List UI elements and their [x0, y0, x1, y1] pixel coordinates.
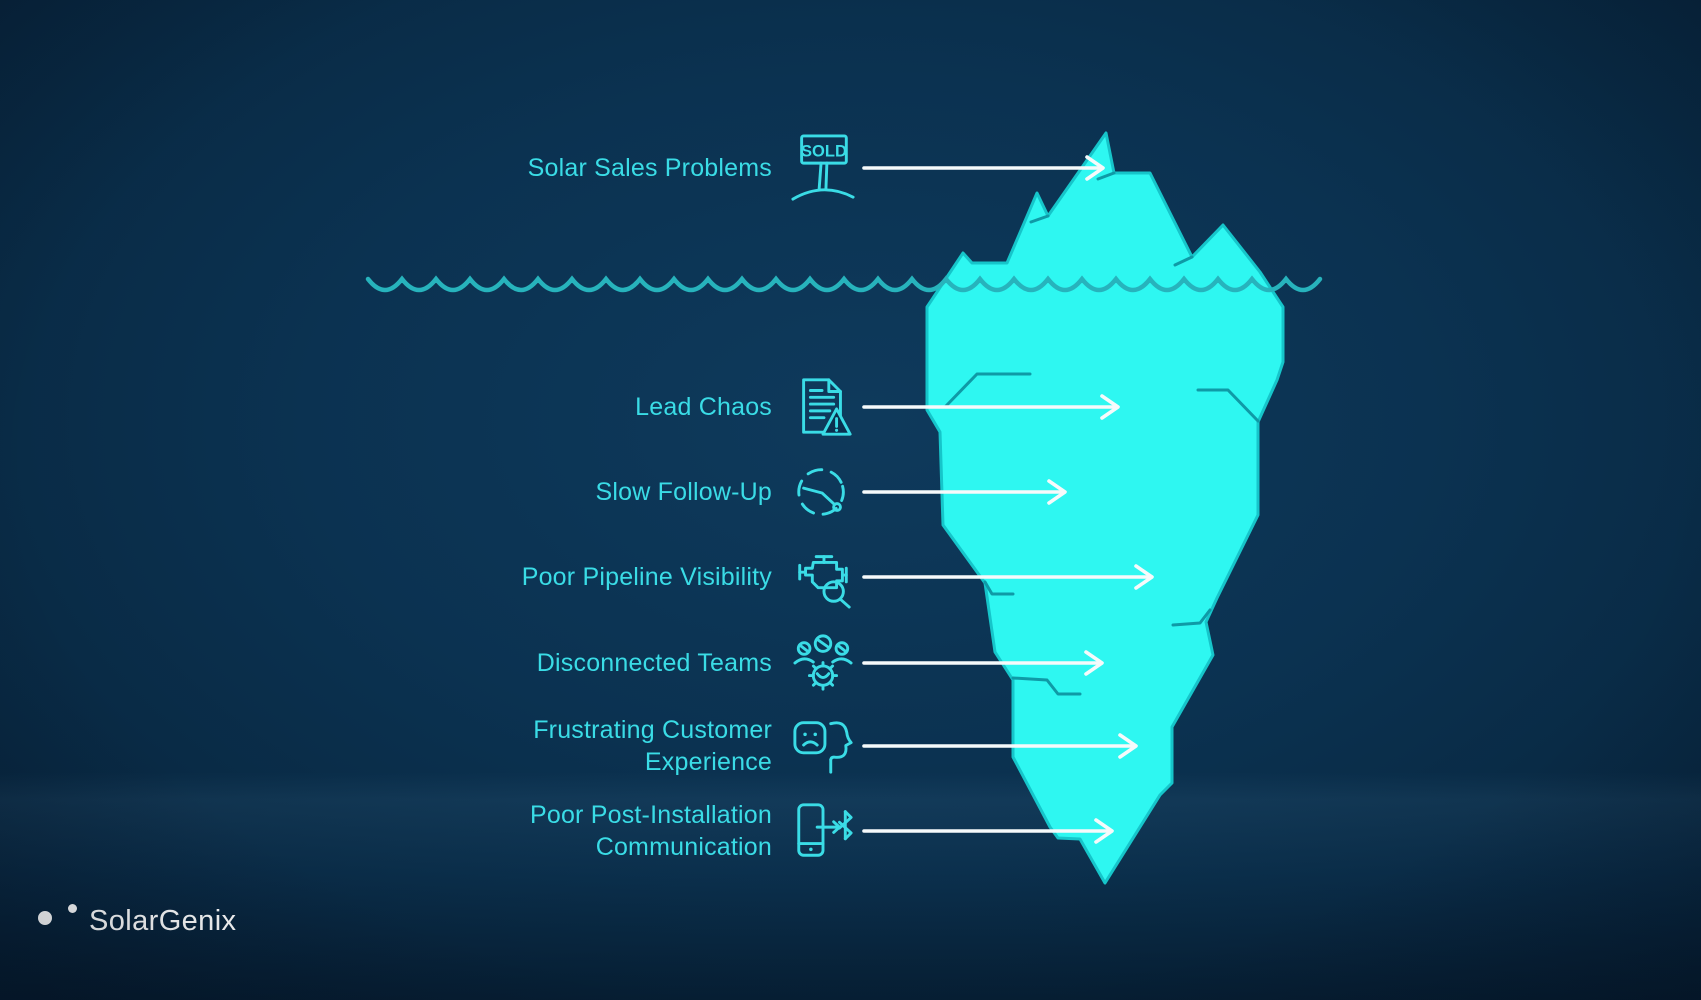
label-text-poor-post-installation-communication: Poor Post-Installation Communication — [529, 801, 772, 861]
label-text-poor-pipeline-visibility: Poor Pipeline Visibility — [521, 563, 772, 591]
team-gear-icon — [788, 625, 858, 701]
label-row-frustrating-customer-experience: Frustrating Customer Experience — [338, 708, 858, 784]
label-text-slow-follow-up: Slow Follow-Up — [595, 478, 772, 506]
label-text-frustrating-customer-experience: Frustrating Customer Experience — [533, 716, 772, 776]
label-row-slow-follow-up: Slow Follow-Up — [338, 454, 858, 530]
brand-logo-text: SolarGenix — [89, 904, 237, 937]
label-text-lead-chaos: Lead Chaos — [635, 393, 772, 421]
clock-icon — [788, 454, 858, 530]
label-row-lead-chaos: Lead Chaos — [338, 369, 858, 445]
label-text-disconnected-teams: Disconnected Teams — [536, 649, 772, 677]
brand-logo-icon — [38, 902, 79, 940]
brand-logo: SolarGenix — [38, 901, 236, 941]
logo-ring — [38, 911, 52, 925]
sold-sign-icon: SOLD — [788, 130, 858, 206]
engine-search-icon — [788, 539, 858, 615]
label-row-solar-sales-problems: Solar Sales Problems SOLD — [338, 130, 858, 206]
label-text-solar-sales-problems: Solar Sales Problems — [527, 154, 772, 182]
label-row-poor-post-installation-communication: Poor Post-Installation Communication — [338, 793, 858, 869]
document-warning-icon — [788, 369, 858, 445]
label-row-poor-pipeline-visibility: Poor Pipeline Visibility — [338, 539, 858, 615]
label-row-disconnected-teams: Disconnected Teams — [338, 625, 858, 701]
iceberg-shape — [925, 131, 1285, 885]
logo-dot — [68, 904, 77, 913]
sad-face-head-icon — [788, 708, 858, 784]
phone-bluetooth-icon — [788, 793, 858, 869]
sold-sign-text: SOLD — [801, 142, 847, 160]
arrow-solar-sales-problems — [862, 155, 1105, 181]
